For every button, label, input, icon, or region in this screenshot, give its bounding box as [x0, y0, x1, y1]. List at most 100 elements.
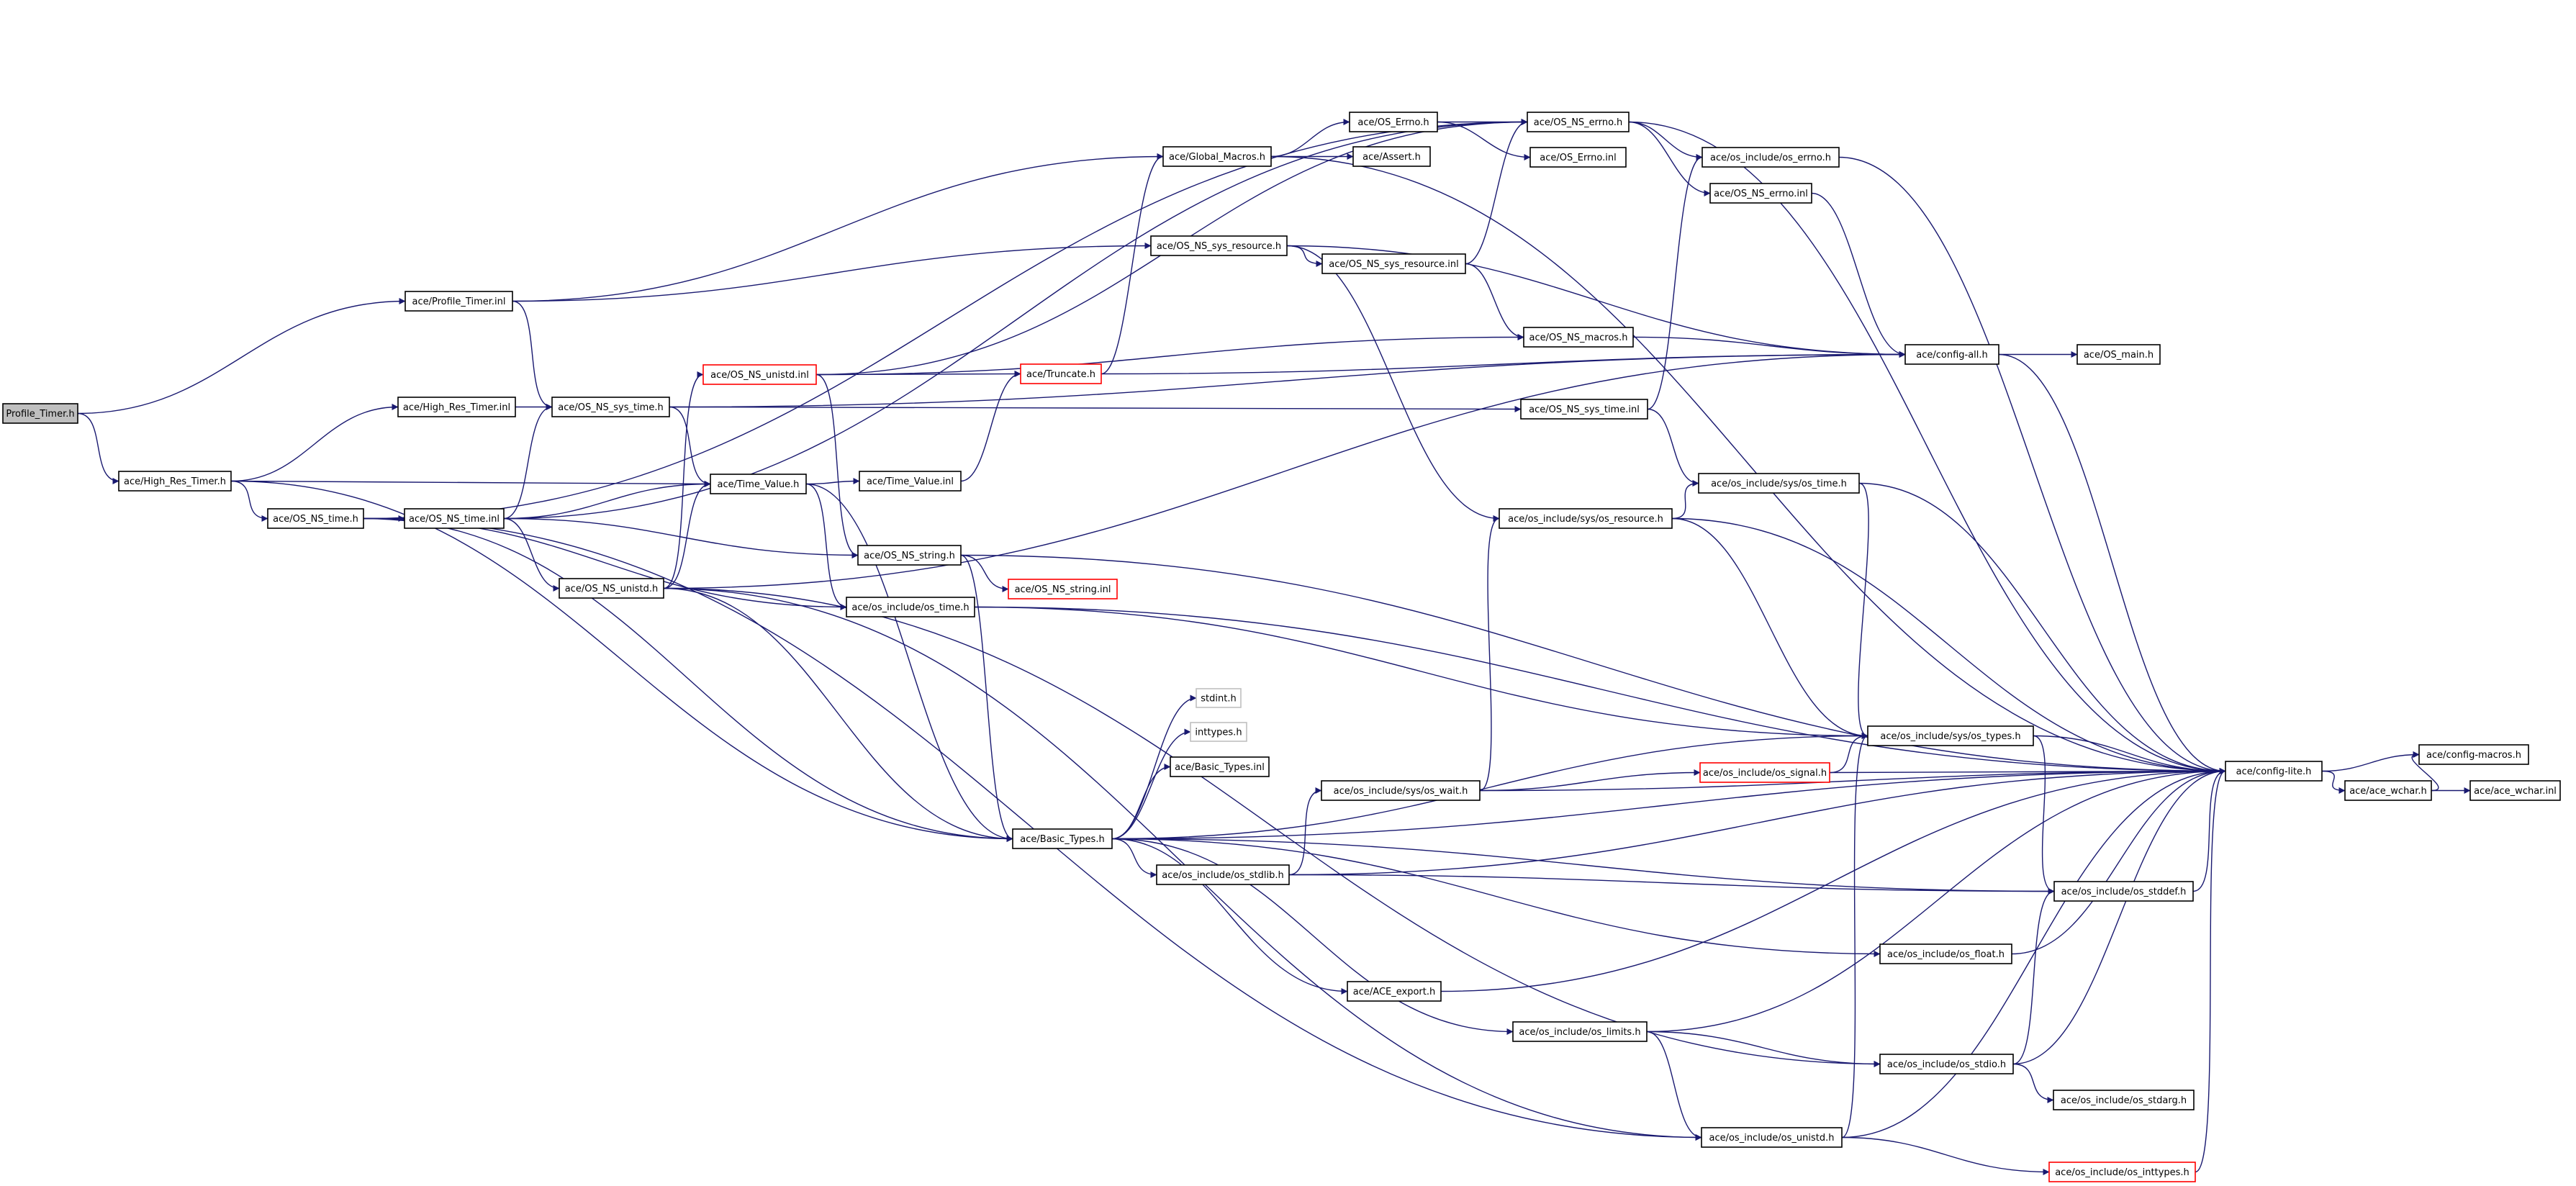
node-os-ns-sys-time-h[interactable]: ace/OS_NS_sys_time.h: [551, 397, 670, 417]
node-ace-wchar-inl[interactable]: ace/ace_wchar.inl: [2469, 780, 2561, 801]
node-label: ace/config-lite.h: [2236, 766, 2312, 777]
node-basic-types-h[interactable]: ace/Basic_Types.h: [1012, 828, 1113, 849]
edge-profile_timer_inl-to-os_ns_sys_time_h: [512, 300, 553, 410]
node-os-limits-h[interactable]: ace/os_include/os_limits.h: [1512, 1021, 1648, 1042]
node-box: [1008, 579, 1118, 599]
node-label: ace/Basic_Types.inl: [1175, 762, 1265, 773]
node-box: [2225, 761, 2323, 782]
edge-os_ns_time_h-to-os_unistd_h: [363, 517, 1702, 1141]
node-label: ace/os_include/os_unistd.h: [1709, 1133, 1834, 1144]
node-os-ns-string-h[interactable]: ace/OS_NS_string.h: [857, 545, 962, 566]
node-sys-os-resource-h[interactable]: ace/os_include/sys/os_resource.h: [1499, 508, 1673, 529]
node-label: ace/os_include/os_float.h: [1887, 949, 2005, 960]
node-sys-os-wait-h[interactable]: ace/os_include/sys/os_wait.h: [1321, 780, 1481, 801]
node-os-stdlib-h[interactable]: ace/os_include/os_stdlib.h: [1156, 864, 1290, 885]
edge-os_stdio_h-to-config_lite_h: [2012, 768, 2226, 1065]
node-box: [1196, 688, 1242, 708]
node-config-macros-h[interactable]: ace/config-macros.h: [2418, 744, 2529, 765]
node-global-macros-h[interactable]: ace/Global_Macros.h: [1162, 146, 1272, 167]
node-label: ace/os_include/os_errno.h: [1710, 153, 1831, 163]
node-os-float-h[interactable]: ace/os_include/os_float.h: [1879, 943, 2012, 964]
node-box: [1701, 1127, 1843, 1148]
edge-high_res_timer_h-to-os_ns_time_h: [230, 480, 268, 522]
node-config-lite-h[interactable]: ace/config-lite.h: [2225, 761, 2323, 782]
edge-os_errno_h-to-os_errno_inl: [1437, 121, 1531, 160]
edge-high_res_timer_h-to-basic_types_h: [230, 480, 1013, 842]
node-os-ns-time-h[interactable]: ace/OS_NS_time.h: [267, 508, 364, 529]
node-os-inttypes-h[interactable]: ace/os_include/os_inttypes.h: [2048, 1162, 2196, 1182]
node-basic-types-inl[interactable]: ace/Basic_Types.inl: [1170, 756, 1270, 777]
node-assert-h[interactable]: ace/Assert.h: [1352, 146, 1431, 167]
node-box: [1352, 146, 1431, 167]
node-os-ns-sys-time-inl[interactable]: ace/OS_NS_sys_time.inl: [1520, 399, 1648, 420]
node-label: ace/config-all.h: [1916, 350, 1988, 361]
node-os-ns-string-inl[interactable]: ace/OS_NS_string.inl: [1008, 579, 1118, 599]
node-box: [1321, 780, 1481, 801]
node-os-ns-unistd-inl[interactable]: ace/OS_NS_unistd.inl: [702, 364, 817, 385]
node-os-include-os-errno-h[interactable]: ace/os_include/os_errno.h: [1701, 147, 1840, 168]
edge-os_ns_sys_time_inl-to-os_include_os_errno_h: [1647, 154, 1703, 410]
node-box: [1321, 253, 1466, 274]
node-os-stddef-h[interactable]: ace/os_include/os_stddef.h: [2053, 881, 2194, 902]
edge-os_ns_unistd_h-to-config_all_h: [663, 351, 1906, 589]
node-os-ns-time-inl[interactable]: ace/OS_NS_time.inl: [404, 508, 505, 529]
node-label: ace/OS_NS_sys_time.inl: [1529, 404, 1640, 415]
node-os-ns-errno-inl[interactable]: ace/OS_NS_errno.inl: [1709, 183, 1812, 204]
node-truncate-h[interactable]: ace/Truncate.h: [1020, 363, 1102, 384]
edge-sys_os_types_h-to-config_lite_h: [2033, 735, 2226, 774]
edge-basic_types_h-to-os_stdlib_h: [1111, 838, 1157, 878]
node-os-main-h[interactable]: ace/OS_main.h: [2076, 344, 2161, 365]
edge-os_ns_unistd_inl-to-os_ns_macros_h: [815, 334, 1524, 376]
node-config-all-h[interactable]: ace/config-all.h: [1904, 344, 1999, 365]
edge-os_ns_sys_time_inl-to-sys_os_time_h: [1647, 408, 1699, 486]
node-label: ace/OS_NS_time.inl: [409, 514, 500, 525]
node-box: [2053, 881, 2194, 902]
node-sys-os-types-h[interactable]: ace/os_include/sys/os_types.h: [1867, 725, 2034, 746]
node-os-unistd-h[interactable]: ace/os_include/os_unistd.h: [1701, 1127, 1843, 1148]
node-os-ns-macros-h[interactable]: ace/OS_NS_macros.h: [1523, 327, 1634, 348]
edge-os_unistd_h-to-sys_os_types_h: [1841, 733, 1868, 1139]
edge-os_ns_time_h-to-basic_types_h: [363, 517, 1013, 842]
edge-os_ns_time_h-to-os_ns_errno_h: [363, 119, 1528, 520]
node-os-errno-h[interactable]: ace/OS_Errno.h: [1349, 112, 1438, 132]
node-box: [1349, 112, 1438, 132]
node-sys-os-time-h[interactable]: ace/os_include/sys/os_time.h: [1698, 473, 1860, 494]
node-os-errno-inl[interactable]: ace/OS_Errno.inl: [1529, 147, 1627, 168]
edge-os_ns_string_h-to-basic_types_h: [960, 554, 1013, 842]
node-os-ns-sys-resource-inl[interactable]: ace/OS_NS_sys_resource.inl: [1321, 253, 1466, 274]
edge-os_ns_unistd_h-to-os_stdio_h: [663, 587, 1881, 1067]
edge-time_value_inl-to-truncate_h: [960, 371, 1021, 482]
node-box: [710, 474, 807, 494]
node-os-ns-errno-h[interactable]: ace/OS_NS_errno.h: [1527, 112, 1630, 132]
node-high-res-timer-h[interactable]: ace/High_Res_Timer.h: [118, 471, 232, 492]
node-time-value-h[interactable]: ace/Time_Value.h: [710, 474, 807, 494]
node-os-signal-h[interactable]: ace/os_include/os_signal.h: [1699, 762, 1830, 783]
node-os-ns-unistd-h[interactable]: ace/OS_NS_unistd.h: [559, 578, 664, 599]
edge-os_ns_sys_time_h-to-config_all_h: [669, 351, 1906, 408]
node-label: Profile_Timer.h: [6, 409, 74, 420]
node-box: [1347, 981, 1442, 1002]
edge-os_ns_errno_inl-to-config_all_h: [1811, 192, 1906, 358]
node-profile-timer-inl[interactable]: ace/Profile_Timer.inl: [405, 291, 513, 312]
node-label: ace/os_include/os_stdarg.h: [2061, 1095, 2187, 1106]
edge-os_ns_errno_h-to-os_ns_errno_inl: [1628, 121, 1711, 196]
node-label: ace/OS_Errno.h: [1357, 117, 1429, 128]
node-label: ace/Profile_Timer.inl: [412, 296, 506, 307]
node-os-stdarg-h[interactable]: ace/os_include/os_stdarg.h: [2053, 1090, 2195, 1110]
node-os-stdio-h[interactable]: ace/os_include/os_stdio.h: [1879, 1054, 2014, 1074]
node-ace-wchar-h[interactable]: ace/ace_wchar.h: [2344, 780, 2432, 801]
node-time-value-inl[interactable]: ace/Time_Value.inl: [859, 471, 962, 492]
node-label: ace/os_include/os_stdio.h: [1887, 1059, 2006, 1070]
node-box: [702, 364, 817, 385]
edge-os_ns_unistd_h-to-time_value_h: [663, 481, 711, 589]
node-label: ace/os_include/os_stdlib.h: [1162, 870, 1283, 881]
node-high-res-timer-inl[interactable]: ace/High_Res_Timer.inl: [397, 397, 516, 417]
node-os-include-os-time-h[interactable]: ace/os_include/os_time.h: [846, 597, 975, 617]
node-box: [1701, 147, 1840, 168]
node-inttypes-h: inttypes.h: [1190, 722, 1247, 742]
node-os-ns-sys-resource-h[interactable]: ace/OS_NS_sys_resource.h: [1150, 235, 1288, 256]
node-box: [2076, 344, 2161, 365]
node-label: stdint.h: [1201, 694, 1236, 705]
edge-os_limits_h-to-os_stdio_h: [1646, 1031, 1881, 1067]
node-ace-export-h[interactable]: ace/ACE_export.h: [1347, 981, 1442, 1002]
